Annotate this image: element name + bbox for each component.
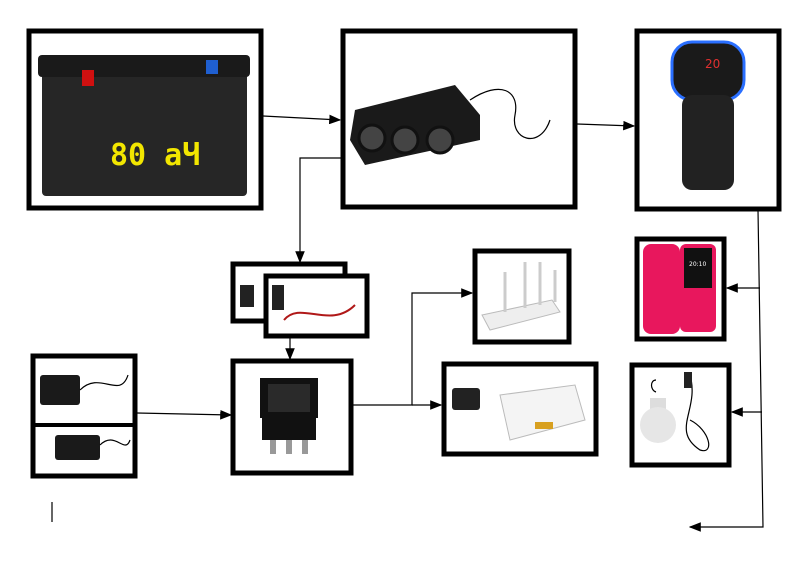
rocker-switch-node — [230, 358, 354, 476]
arrow-adapter-to-switch — [136, 409, 233, 420]
usb-car-charger-icon: 20 — [670, 40, 746, 190]
arrow-battery-to-splitter — [262, 114, 342, 125]
power-adapter-icon — [40, 374, 131, 460]
usb-car-charger-node: 20 — [634, 28, 782, 212]
battery-node: 80 аЧ — [26, 28, 264, 211]
led-bulb-node — [629, 362, 732, 468]
rocker-switch-icon — [260, 378, 318, 454]
ont-modem-icon — [452, 384, 586, 441]
arrow-charger-bus — [688, 209, 764, 532]
bulb-icon — [640, 372, 710, 452]
ont-terminal-node — [441, 361, 599, 457]
phone-icon: 20:10 — [643, 244, 716, 334]
mains-adapters-node — [30, 353, 138, 479]
cigarette-socket-splitter-icon — [350, 85, 551, 165]
socket-splitter-node — [340, 28, 578, 210]
phone-screen-time: 20:10 — [689, 261, 706, 268]
svg-text:20: 20 — [705, 57, 720, 71]
wifi-router-node — [472, 248, 572, 345]
arrow-switch-to-router — [352, 288, 474, 406]
cables-node — [230, 261, 370, 339]
connectors — [51, 114, 764, 532]
router-icon — [481, 262, 561, 331]
arrow-splitter-to-cables — [295, 157, 342, 264]
car-battery-icon — [38, 55, 250, 196]
battery-capacity-label: 80 аЧ — [110, 138, 200, 173]
arrow-splitter-to-charger — [576, 120, 636, 131]
cable-plug-icon — [240, 285, 356, 321]
mobile-phone-node: 20:10 — [634, 236, 727, 342]
